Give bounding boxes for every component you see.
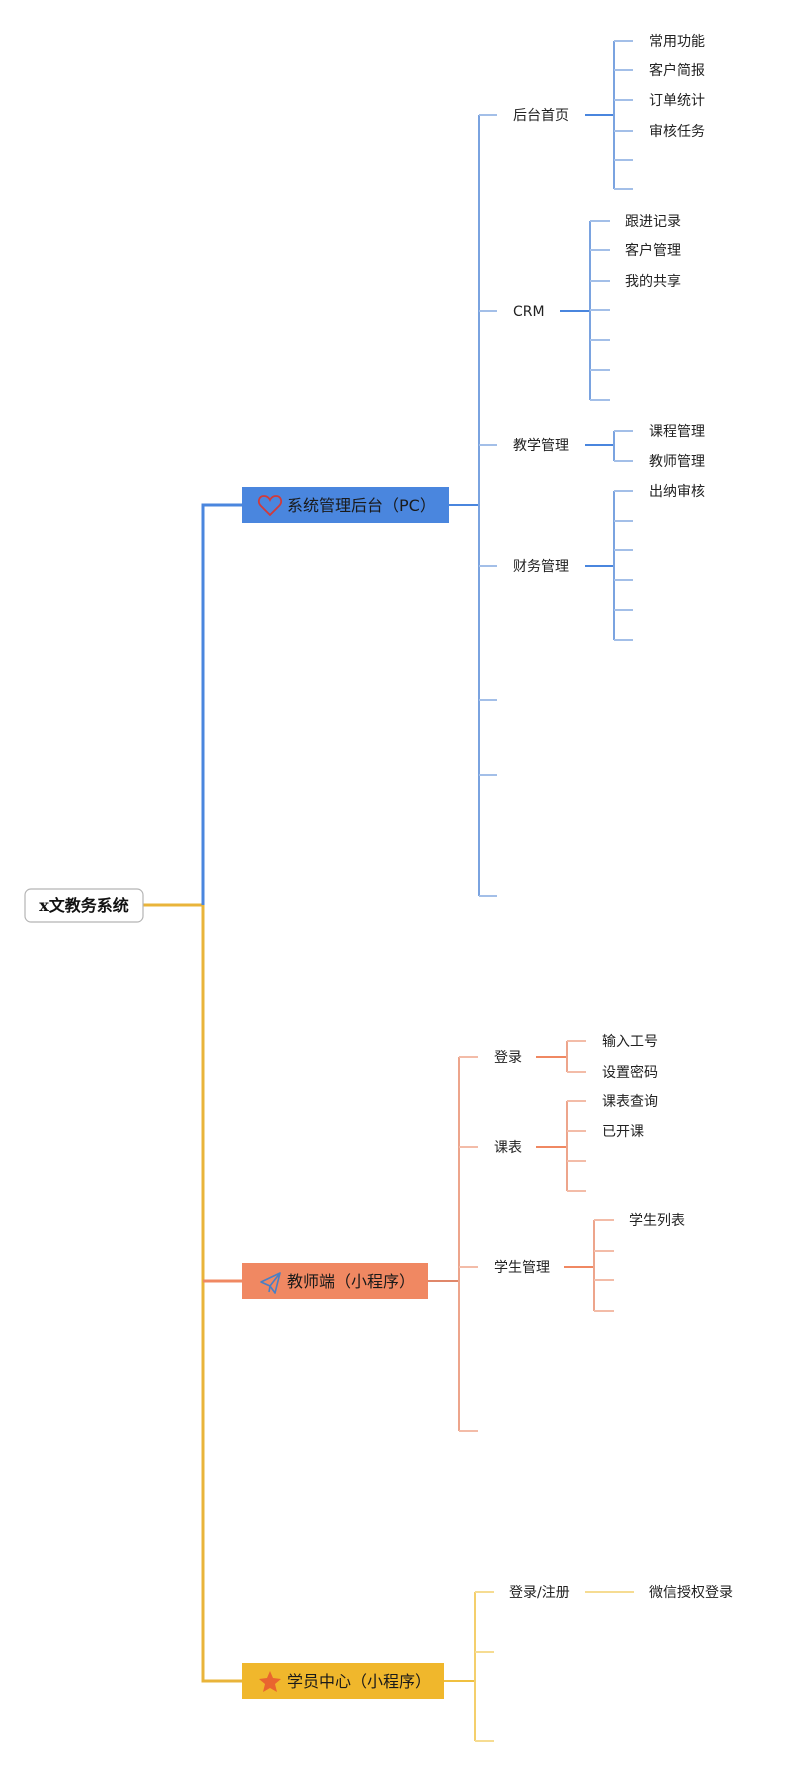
trunk-blue-line xyxy=(201,503,242,905)
subtopic[interactable]: 客户管理 xyxy=(625,242,681,259)
student-children: 登录/注册 微信授权登录 xyxy=(509,1585,733,1601)
topic-students[interactable]: 学生管理 xyxy=(494,1260,550,1276)
topic-crm[interactable]: CRM xyxy=(513,304,545,320)
admin-children: 后台首页 常用功能 客户简报 订单统计 审核任务 CRM 跟进记录 客户管理 我… xyxy=(513,34,705,575)
subtopic[interactable]: 学生列表 xyxy=(629,1213,685,1229)
subtopic[interactable]: 常用功能 xyxy=(649,34,705,50)
subtopic[interactable]: 审核任务 xyxy=(649,124,705,140)
root-label: x文教务系统 xyxy=(39,896,129,915)
branch-node-teacher[interactable]: 教师端（小程序） xyxy=(242,1263,428,1299)
paper-plane-icon xyxy=(260,1272,281,1294)
teacher-children: 登录 输入工号 设置密码 课表 课表查询 已开课 学生管理 学生列表 xyxy=(494,1034,685,1276)
star-icon xyxy=(259,1671,281,1692)
subtopic[interactable]: 微信授权登录 xyxy=(649,1585,733,1601)
subtopic[interactable]: 我的共享 xyxy=(625,273,681,290)
subtopic[interactable]: 输入工号 xyxy=(602,1034,658,1050)
branch-label: 教师端（小程序） xyxy=(287,1272,415,1291)
subtopic[interactable]: 教师管理 xyxy=(649,454,705,470)
subtopic[interactable]: 已开课 xyxy=(602,1124,644,1140)
root-node[interactable]: x文教务系统 xyxy=(24,888,144,923)
heart-icon xyxy=(257,495,283,517)
topic-login[interactable]: 登录 xyxy=(494,1050,522,1066)
branch-node-admin-pc[interactable]: 系统管理后台（PC） xyxy=(242,487,449,523)
branch-label: 系统管理后台（PC） xyxy=(287,496,436,515)
topic-schedule[interactable]: 课表 xyxy=(494,1140,522,1156)
subtopic[interactable]: 设置密码 xyxy=(602,1064,658,1081)
subtopic[interactable]: 跟进记录 xyxy=(625,214,681,230)
topic-homepage[interactable]: 后台首页 xyxy=(513,108,569,124)
topic-teaching[interactable]: 教学管理 xyxy=(513,438,569,454)
topic-login-register[interactable]: 登录/注册 xyxy=(509,1585,570,1601)
subtopic[interactable]: 客户简报 xyxy=(649,62,705,79)
trunk-gold-line xyxy=(143,903,242,1683)
subtopic[interactable]: 订单统计 xyxy=(649,93,705,109)
subtopic[interactable]: 课表查询 xyxy=(602,1094,658,1110)
branch-label: 学员中心（小程序） xyxy=(287,1672,431,1691)
branch-node-student[interactable]: 学员中心（小程序） xyxy=(242,1663,444,1699)
topic-finance[interactable]: 财务管理 xyxy=(513,559,569,575)
subtopic[interactable]: 课程管理 xyxy=(649,424,705,440)
subtopic[interactable]: 出纳审核 xyxy=(649,484,705,500)
